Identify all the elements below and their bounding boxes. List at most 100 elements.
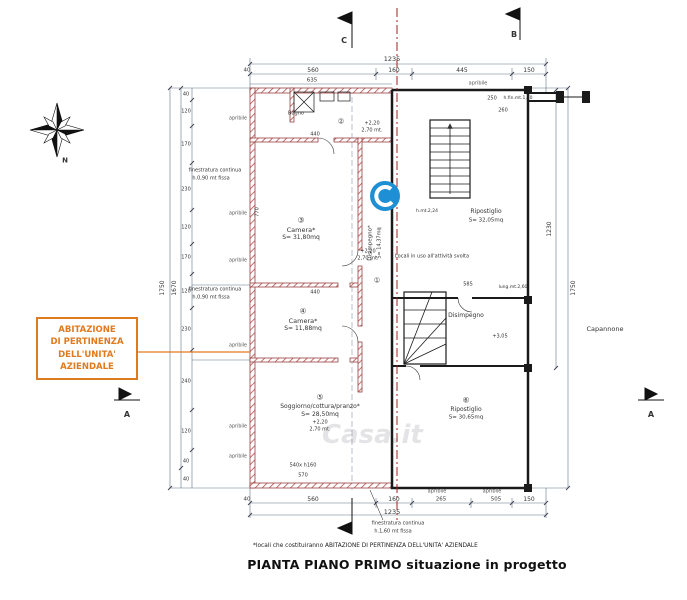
dim: 170 [181, 141, 191, 148]
window-note: finestratura continua [371, 520, 425, 527]
dim: 1670 [171, 280, 178, 296]
dim: 445 [456, 67, 468, 74]
level-note: +3,05 [492, 333, 508, 340]
dim: 230 [181, 186, 191, 193]
dim: 150 [523, 67, 535, 74]
room-label: Ripostiglio [470, 208, 502, 215]
section-marker-b [504, 7, 521, 40]
dim-note: h.mt.2,24 [416, 208, 438, 214]
dim: 540x h160 [289, 462, 317, 469]
apribile-note: apribile [482, 488, 502, 495]
section-marker-label: C [341, 36, 347, 45]
room-area: S= 11,88mq [284, 325, 322, 332]
dim: 1230 [546, 221, 553, 237]
bath-fixtures [293, 91, 351, 113]
building-label: Capannone [586, 324, 624, 333]
dim: 160 [388, 496, 400, 503]
dim: 635 [306, 77, 318, 84]
level-note: +2,20 [364, 120, 380, 127]
dim: 260 [498, 107, 508, 114]
dim: 560 [307, 496, 319, 503]
room-number: ② [337, 117, 345, 126]
section-marker-c-bottom [336, 489, 384, 535]
window-note: finestratura continua [188, 167, 242, 174]
room-label: Camera* [288, 316, 318, 325]
apribile-note: apribile [229, 258, 247, 264]
level-note: 2,70 mt. [309, 426, 331, 433]
door-swings [317, 137, 473, 381]
room-label: Ripostiglio [450, 406, 482, 413]
section-marker-a-left [114, 387, 140, 401]
dim: 120 [181, 288, 191, 295]
columns [524, 86, 590, 492]
level-note: +2,20 [312, 419, 328, 426]
room-number: ⑥ [462, 395, 470, 405]
room-label: Disimpegno* [367, 225, 374, 261]
apribile-note: apribile [229, 424, 247, 430]
level-note: 2,70 mt. [361, 127, 383, 134]
dim-total-top: 1235 [383, 54, 401, 63]
dim: 570 [298, 472, 308, 479]
room-label: Soggiorno/cottura/pranzo* [280, 403, 360, 410]
section-marker-label: A [123, 410, 131, 419]
dim: 505 [490, 496, 502, 503]
room-number: ③ [297, 215, 305, 225]
room-area: S= 32,05mq [468, 217, 504, 224]
room-label: Camera* [286, 225, 316, 234]
apribile-note: apribile [468, 80, 488, 87]
dim: 120 [181, 224, 191, 231]
room-number: ④ [299, 306, 307, 316]
room-number: ① [373, 276, 381, 285]
use-note: Locali in uso all'attività svolta [394, 253, 470, 260]
callout-line: AZIENDALE [60, 361, 114, 372]
room-label: Bagno [288, 110, 304, 117]
section-marker-label: B [510, 30, 518, 39]
callout-line: DELL'UNITA' [58, 349, 116, 360]
dim-total-right: 1750 [570, 280, 577, 296]
dim: 40 [243, 496, 251, 503]
dim: 230 [181, 326, 191, 333]
section-marker-label: A [647, 410, 655, 419]
dim-total-left: 1750 [159, 280, 166, 296]
dim: 40 [182, 476, 190, 483]
dim-total-bottom: 1235 [383, 507, 401, 516]
dim: 585 [463, 281, 473, 288]
casa-it-watermark-logo [370, 181, 400, 211]
level-note: +2,20 [360, 248, 376, 255]
compass-north-label: N [62, 156, 68, 165]
dim: 120 [181, 428, 191, 435]
room-area: S= 31,80mq [282, 234, 320, 241]
apribile-note: apribile [427, 488, 447, 495]
dim: 265 [435, 496, 447, 503]
dim: 160 [388, 67, 400, 74]
pertinenza-callout: ABITAZIONE DI PERTINENZA DELL'UNITA' AZI… [36, 317, 138, 381]
level-note: 2,70 mt. [357, 255, 379, 262]
section-marker-a-right [638, 387, 664, 401]
apribile-note: apribile [229, 211, 247, 217]
dimension-lines [167, 58, 571, 518]
room-label: Disimpegno [448, 312, 484, 319]
window-note: h.0,90 mt fissa [192, 294, 230, 301]
plan-footnote: *locali che costituiranno ABITAZIONE DI … [253, 543, 478, 549]
room-area: S= 14,37mq [376, 227, 383, 259]
dim: 150 [523, 496, 535, 503]
dim: 770 [254, 207, 261, 217]
apribile-note: apribile [229, 343, 247, 349]
dim: 240 [181, 378, 191, 385]
dim: 40 [182, 458, 190, 465]
dim: 40 [243, 67, 251, 74]
section-marker-c-top [336, 11, 353, 48]
window-note: finestratura continua [188, 286, 242, 293]
callout-line: DI PERTINENZA [50, 337, 124, 348]
room-number: ⑤ [316, 392, 324, 402]
dim: 560 [307, 67, 319, 74]
window-note: h.0,90 mt fissa [192, 175, 230, 182]
room-area: S= 30,65mq [448, 414, 484, 421]
dim: 120 [181, 108, 191, 115]
apribile-note: apribile [229, 454, 247, 460]
dim: 40 [182, 91, 190, 98]
page-title: PIANTA PIANO PRIMO situazione in progett… [247, 557, 567, 572]
